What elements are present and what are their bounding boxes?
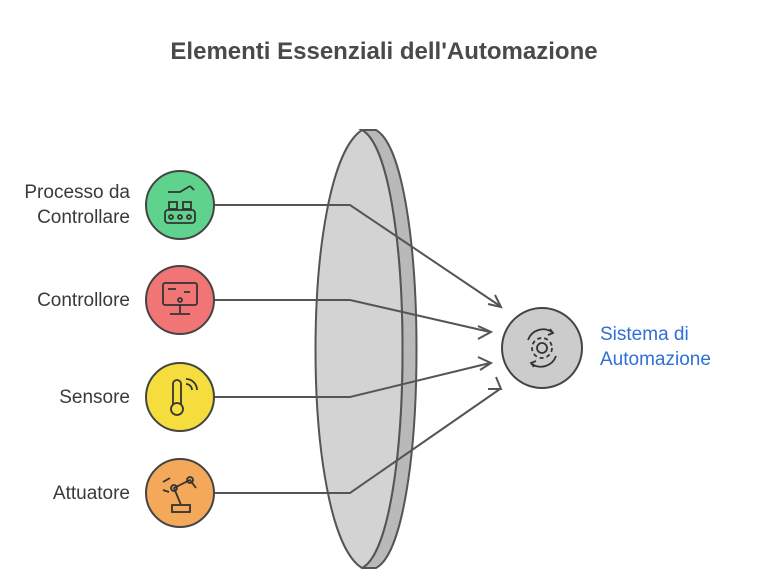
controllore-circle: [145, 265, 215, 335]
connector-processo: [214, 204, 501, 307]
connectors: [214, 204, 501, 494]
output-circle: [501, 307, 583, 389]
connector-controllore: [214, 299, 491, 333]
label-controllore: Controllore: [37, 290, 130, 311]
conveyor-robot-icon: [164, 185, 196, 224]
connector-sensore: [214, 362, 491, 398]
input-node-controllore: [145, 265, 215, 335]
sensore-circle: [145, 362, 215, 432]
robotic-arm-icon: [162, 476, 197, 513]
processo-circle: [145, 170, 215, 240]
lens-shape: [314, 128, 418, 570]
arrowheads: [477, 294, 503, 390]
label-sensore: Sensore: [59, 387, 130, 408]
control-panel-icon: [162, 282, 198, 315]
connector-attuatore: [214, 388, 501, 494]
input-node-sensore: [145, 362, 215, 432]
input-node-processo: [145, 170, 215, 240]
input-node-attuatore: [145, 458, 215, 528]
gear-cycle-icon: [527, 328, 557, 368]
thermometer-sensor-icon: [170, 378, 198, 416]
diagram-title: Elementi Essenziali dell'Automazione: [170, 38, 598, 65]
attuatore-circle: [145, 458, 215, 528]
output-node: [501, 307, 583, 389]
label-attuatore: Attuatore: [52, 483, 130, 504]
